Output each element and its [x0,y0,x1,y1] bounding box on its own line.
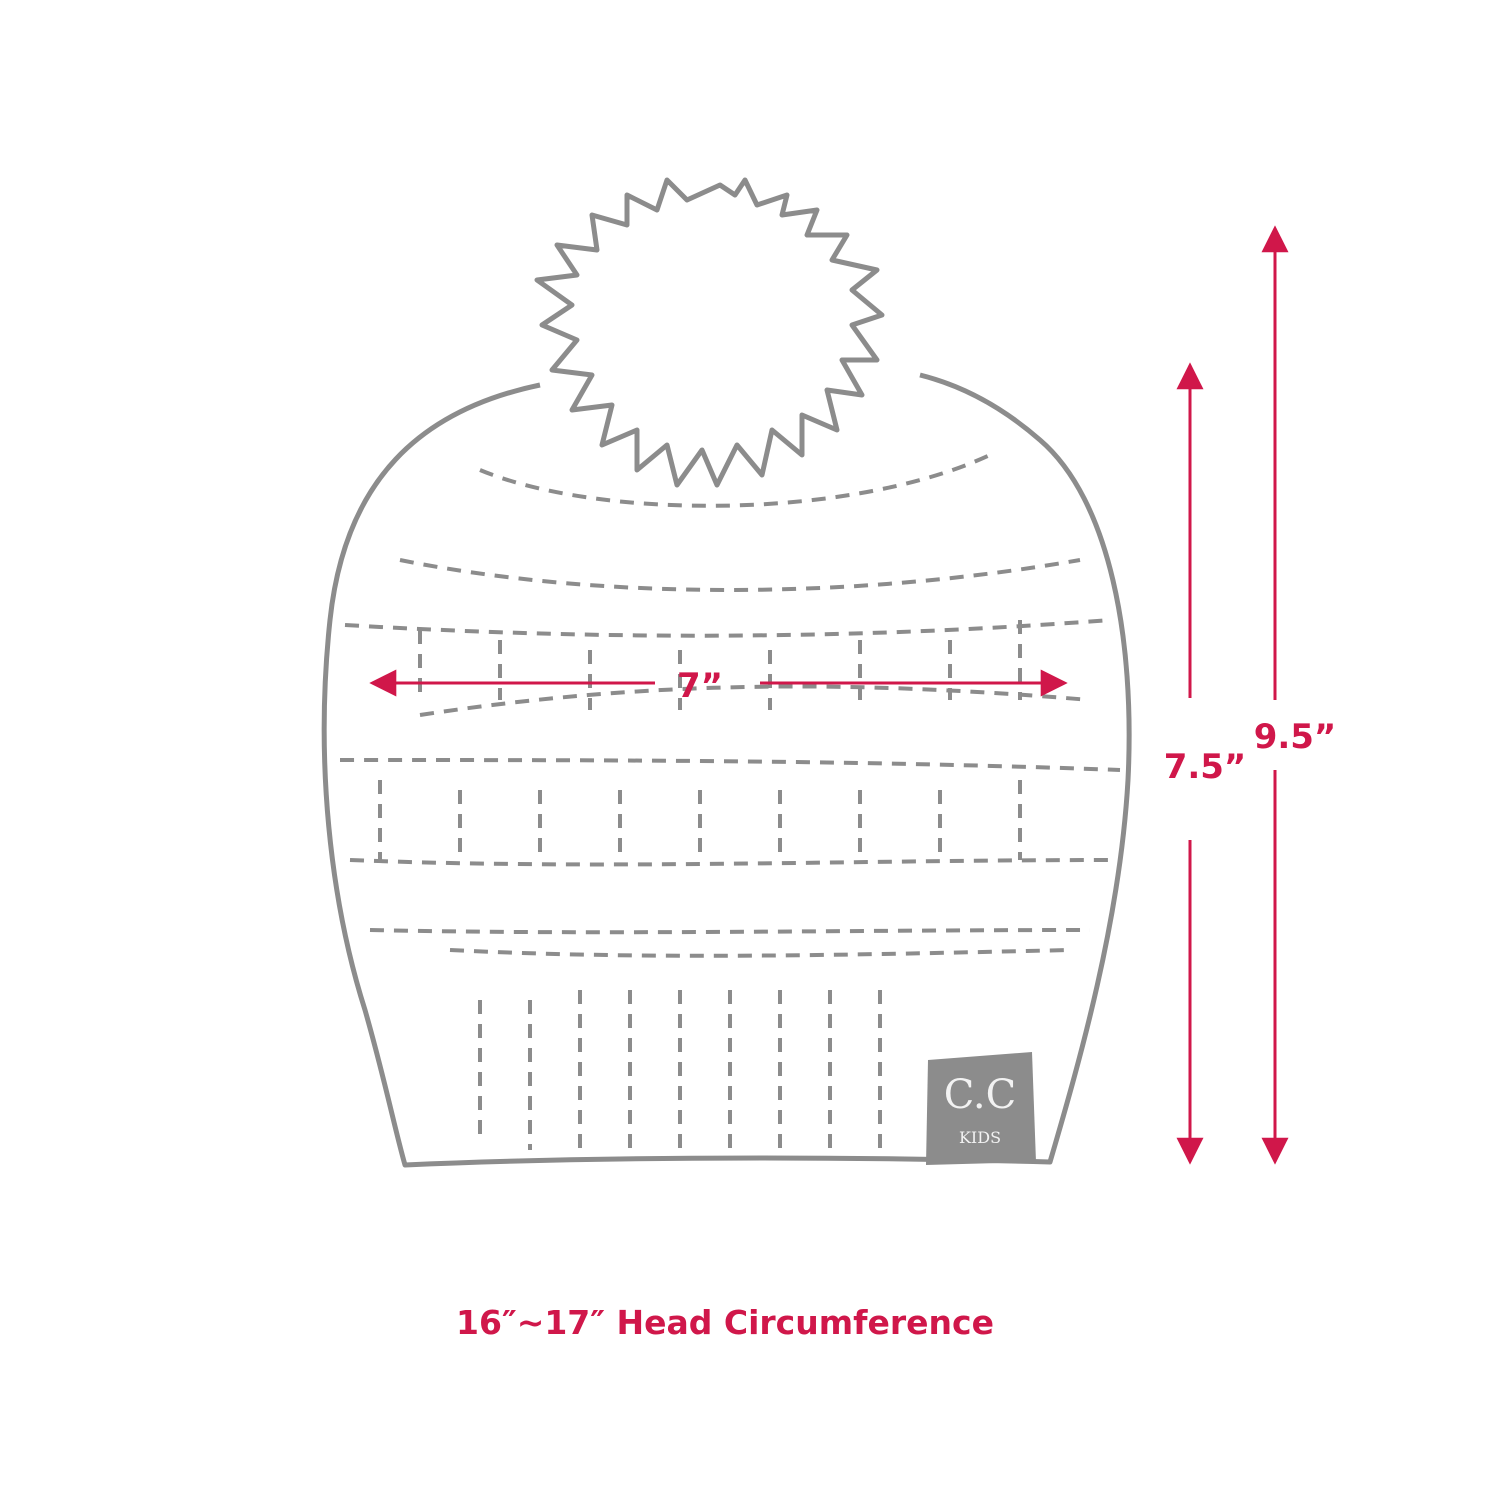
pompom-outline [534,177,885,488]
body-height-label: 7.5” [1164,747,1247,787]
beanie-outline [321,372,1132,1168]
head-circumference-label: 16″~17″ Head Circumference [456,1303,994,1342]
knit-pattern [339,453,1121,1150]
dimension-body-height: 7.5” [1164,362,1247,1165]
dimension-total-height: 9.5” [1240,225,1350,1165]
total-height-label: 9.5” [1254,717,1337,757]
width-label: 7” [677,666,723,706]
brand-tag: C.C KIDS [926,1052,1036,1165]
brand-tag-logo: C.C [944,1072,1017,1118]
beanie-illustration [321,177,1132,1168]
brand-tag-subtitle: KIDS [959,1128,1001,1147]
dimension-width: 7” [369,666,1068,706]
